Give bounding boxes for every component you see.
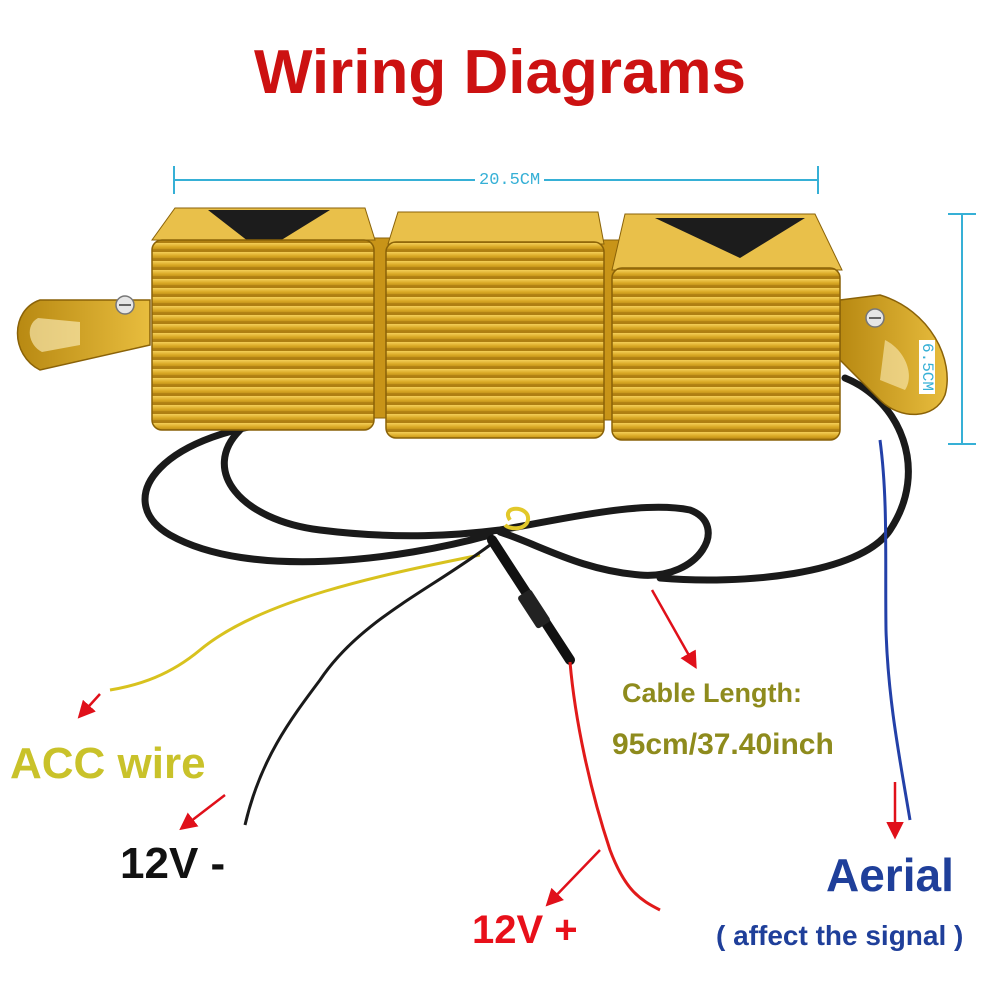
cable-length-label: Cable Length: — [622, 678, 802, 708]
left-mount-clamp — [16, 295, 151, 371]
height-dimension-label: 6.5CM — [918, 340, 936, 395]
aerial-wire-label: Aerial — [826, 849, 954, 901]
cable-length-value: 95cm/37.40inch — [612, 728, 834, 761]
acc-wire — [109, 553, 481, 692]
positive-wire — [568, 661, 661, 912]
speaker-block-center — [385, 211, 605, 439]
aerial-note: ( affect the signal ) — [716, 920, 964, 951]
acc-wire-label: ACC wire — [10, 739, 206, 788]
main-cable — [141, 374, 912, 584]
width-dimension-label: 20.5CM — [475, 172, 545, 189]
positive-wire-label: 12V + — [472, 908, 578, 952]
height-dimension — [948, 213, 976, 445]
speaker-block-right — [611, 213, 843, 441]
aerial-wire — [878, 439, 912, 821]
negative-wire-label: 12V - — [120, 839, 226, 888]
yellow-loop — [503, 506, 530, 531]
callout-arrows — [77, 589, 904, 907]
ground-wire — [243, 543, 491, 826]
diagram-title: Wiring Diagrams — [253, 38, 747, 107]
speaker-block-left — [151, 207, 376, 431]
fuse-holder — [487, 535, 575, 665]
